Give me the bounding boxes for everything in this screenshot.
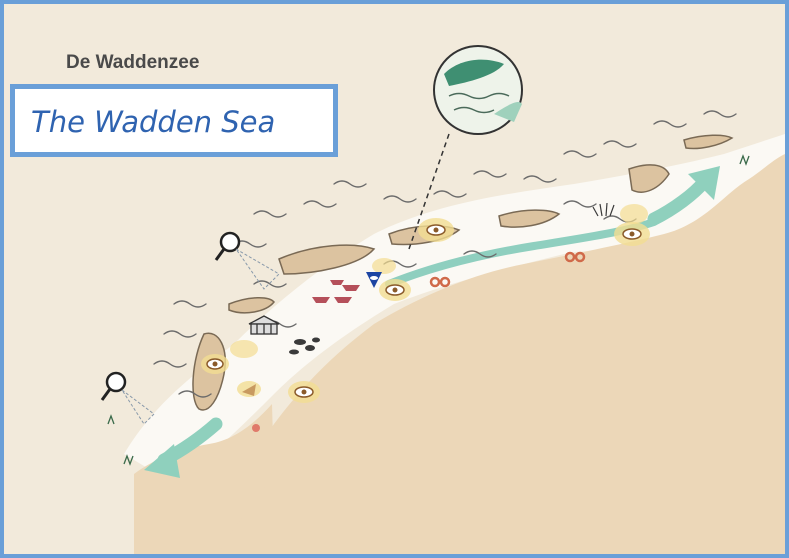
island-east bbox=[683, 134, 734, 150]
yellow-area bbox=[230, 340, 258, 358]
eye-marker bbox=[418, 218, 454, 242]
seals-cluster bbox=[289, 337, 320, 355]
island-terschelling bbox=[278, 244, 376, 275]
island-schiermonnikoog bbox=[498, 209, 561, 228]
mainland bbox=[134, 154, 785, 554]
map-title: De Waddenzee bbox=[66, 52, 200, 73]
eye-marker bbox=[288, 381, 320, 403]
reeds-cluster bbox=[592, 202, 615, 217]
magnifier-icon bbox=[100, 371, 155, 425]
binoculars-icon bbox=[429, 276, 451, 288]
migration-arrow-icon bbox=[144, 417, 223, 478]
eye-marker bbox=[237, 381, 261, 397]
binoculars-icon bbox=[564, 251, 586, 263]
magnifier-icon bbox=[214, 231, 280, 290]
migration-arrow-icon bbox=[647, 166, 720, 226]
eye-marker bbox=[614, 222, 650, 246]
callout-leader bbox=[408, 133, 450, 250]
yellow-area bbox=[372, 258, 396, 274]
north-holland bbox=[134, 404, 274, 554]
sea-wave-lines bbox=[153, 110, 737, 398]
museum-icon bbox=[248, 315, 280, 335]
wadden-map bbox=[100, 45, 785, 554]
wadden-sea-area bbox=[124, 134, 785, 484]
island-vlieland bbox=[228, 297, 275, 314]
yellow-area bbox=[620, 204, 648, 224]
boat-icon bbox=[312, 280, 360, 303]
caption-text: The Wadden Sea bbox=[31, 105, 276, 139]
island-rottumeroog bbox=[628, 164, 670, 193]
grass-tufts bbox=[107, 154, 750, 466]
zoom-callout bbox=[433, 45, 523, 135]
fish-icon bbox=[366, 272, 382, 288]
caption-box: The Wadden Sea bbox=[10, 84, 338, 157]
eye-marker bbox=[201, 354, 229, 374]
eye-marker bbox=[379, 279, 411, 301]
poi-dot bbox=[252, 424, 260, 432]
